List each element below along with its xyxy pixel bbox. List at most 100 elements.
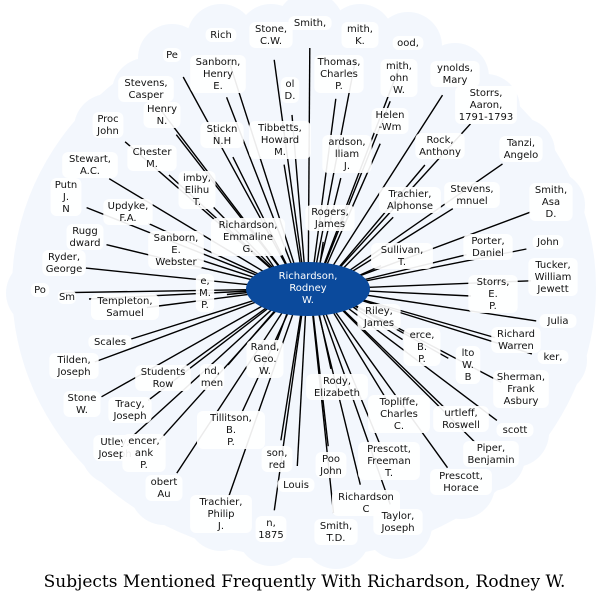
subject-node[interactable]: Tilden,Joseph	[49, 353, 99, 379]
subject-node[interactable]: Stevens,mnuel	[444, 182, 500, 208]
subject-node[interactable]: n,1875	[255, 516, 287, 542]
subject-node[interactable]: Louis	[277, 478, 315, 492]
subject-node[interactable]: Stone,C.W.	[249, 22, 293, 48]
subject-node[interactable]: Storrs,Aaron,1791-1793	[455, 86, 517, 124]
node-label-line: W.	[462, 360, 474, 371]
subject-node[interactable]: Stewart,A.C.	[62, 152, 118, 178]
subject-node[interactable]: Riley,James	[357, 304, 401, 330]
subject-node[interactable]: ker,	[537, 350, 569, 364]
node-label: Taylor,Joseph	[380, 511, 414, 534]
subject-node[interactable]: Ryder,George	[42, 250, 86, 276]
subject-node[interactable]: Julia	[539, 314, 577, 328]
node-label-line: urtleff,	[444, 408, 477, 419]
subject-node[interactable]: Sanborn,E.Webster	[148, 231, 204, 269]
subject-node[interactable]: ynolds,Mary	[430, 61, 480, 87]
subject-node[interactable]: Rody,Elizabeth	[306, 374, 368, 400]
subject-node[interactable]: Piper,Benjamin	[463, 441, 519, 467]
node-label-line: Smith,	[294, 18, 326, 29]
node-label-line: Anthony	[419, 147, 461, 158]
subject-node[interactable]: Smith,T.D.	[314, 519, 358, 545]
subject-node[interactable]: Trachier,Alphonse	[379, 187, 441, 213]
subject-node[interactable]: Updyke,F.A.	[103, 199, 153, 225]
subject-node[interactable]: Po	[30, 283, 50, 297]
subject-node[interactable]: Rock,Anthony	[415, 133, 465, 159]
subject-node[interactable]: Rand,Geo.W.	[246, 340, 284, 378]
subject-node[interactable]: Stevens,Casper	[118, 76, 174, 102]
edge-line	[307, 47, 311, 270]
subject-node[interactable]: Pe	[162, 48, 182, 62]
subject-node[interactable]: Templeton,Samuel	[91, 294, 159, 320]
node-label-line: Smith,	[320, 521, 352, 532]
node-label-line: N.H	[213, 136, 231, 147]
subject-node[interactable]: Sm	[57, 290, 77, 304]
subject-node[interactable]: Rich	[205, 28, 237, 42]
subject-node[interactable]: Porter,Daniel	[463, 234, 513, 260]
subject-node[interactable]: Helen-Wm	[371, 108, 409, 134]
subject-node[interactable]: nd,men	[199, 364, 225, 390]
subject-node[interactable]: Sullivan,T.	[371, 243, 433, 269]
node-label-background	[190, 495, 252, 533]
node-label-background	[200, 122, 244, 148]
edge-line	[312, 98, 337, 270]
node-label-background	[455, 86, 517, 124]
subject-node[interactable]: e,M.P.	[195, 274, 215, 312]
subject-node[interactable]: scott	[496, 423, 534, 437]
subject-node[interactable]: John	[532, 235, 564, 249]
node-label-line: Julia	[547, 316, 569, 327]
subject-node[interactable]: mith,K.	[341, 22, 379, 48]
node-label-line: John	[319, 466, 342, 477]
node-label-line: T.	[397, 257, 406, 268]
subject-node[interactable]: Storrs,E.P.	[468, 275, 518, 313]
node-label-background	[379, 187, 441, 213]
subject-node[interactable]: Rogers,James	[305, 205, 355, 231]
node-label-line: son,	[267, 448, 288, 459]
subject-node[interactable]: Smith,	[288, 16, 332, 30]
subject-node[interactable]: Scales	[88, 335, 132, 349]
subject-node[interactable]: Tanzi,Angelo	[499, 136, 543, 162]
subject-node[interactable]: Taylor,Joseph	[373, 509, 423, 535]
subject-node[interactable]: son,red	[261, 446, 293, 472]
node-label-background	[108, 397, 152, 423]
subject-node[interactable]: ood,	[392, 36, 424, 50]
subject-node[interactable]: Tracy,Joseph	[108, 397, 152, 423]
node-label-line: E.	[213, 81, 223, 92]
subject-node[interactable]: Prescott,Horace	[430, 469, 492, 495]
node-label-line: Frank	[507, 384, 535, 395]
subject-node[interactable]: urtleff,Roswell	[433, 406, 489, 432]
subject-node[interactable]: Tillitson,B.P.	[197, 411, 265, 449]
node-label-background	[314, 55, 364, 93]
node-label-line: J.	[217, 521, 224, 532]
node-label-background	[468, 275, 518, 313]
subject-node[interactable]: erce,B.P.	[403, 328, 441, 366]
